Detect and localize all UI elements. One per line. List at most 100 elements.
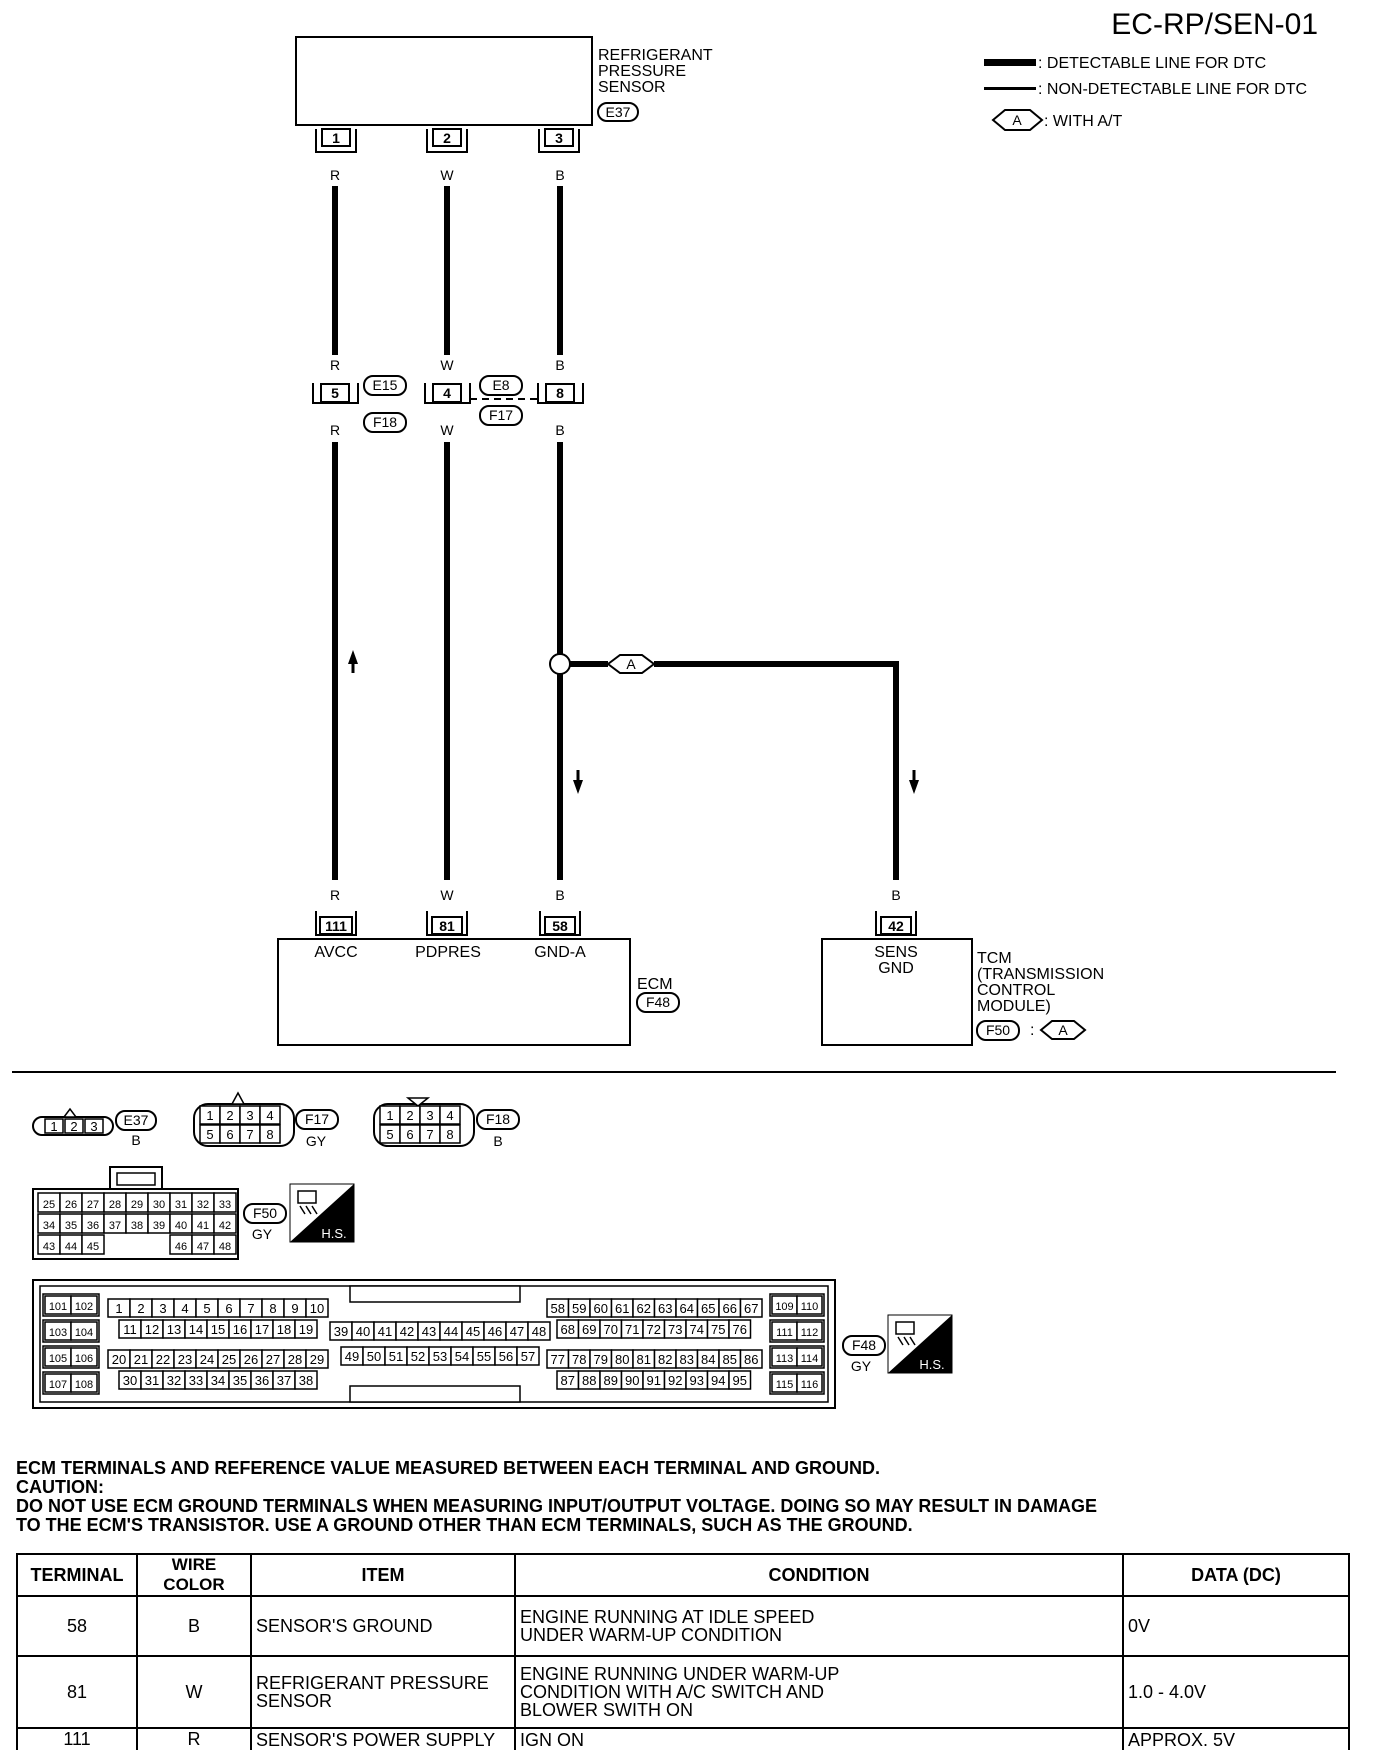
tcm-pin-label-line1: SENS [874,944,918,961]
terminal-number: 28 [288,1352,302,1367]
terminal-number: 48 [532,1324,546,1339]
terminal-number: 104 [75,1327,93,1339]
terminal-number: 43 [422,1324,436,1339]
terminal-number: 5 [386,1127,393,1142]
junction-pin-4: 4 [443,385,451,401]
terminal-number: 13 [167,1322,181,1337]
terminal-number: 2 [70,1119,77,1134]
terminal-number: 116 [801,1379,819,1391]
terminal-number: 28 [109,1199,121,1211]
terminal-number: 40 [175,1220,187,1232]
terminal-cell [294,1370,318,1390]
terminal-number: 41 [378,1324,392,1339]
terminal-number: 56 [499,1349,513,1364]
condition-line: IGN ON [520,1729,585,1750]
junction-f18-id: F18 [373,414,397,430]
terminal-number: 59 [572,1301,586,1316]
cell-condition: ENGINE RUNNING AT IDLE SPEED UNDER WARM-… [514,1595,1124,1657]
terminal-number: 25 [222,1352,236,1367]
terminal-cell [439,1105,461,1125]
terminal-number: 8 [266,1127,273,1142]
ecm-pin-58: 58 [552,918,568,934]
terminal-number: 52 [411,1349,425,1364]
terminal-number: 113 [776,1353,794,1365]
terminal-number: 86 [744,1352,758,1367]
cell-item: SENSOR'S GROUND [250,1595,516,1657]
tcm-colon: : [1030,1022,1034,1039]
wire-color-w-ecm: W [440,887,454,903]
terminal-cell [213,1192,237,1213]
terminal-number: 60 [594,1301,608,1316]
condition-line: UNDER WARM-UP CONDITION [520,1625,782,1645]
option-a-symbol [991,109,1044,131]
pin-pair-frame [769,1293,825,1317]
detectable-line-swatch [984,59,1036,66]
terminal-cell [796,1373,823,1393]
terminal-number: 115 [776,1379,794,1391]
ecm-connector-badge [636,992,680,1013]
sensor-pin-1: 1 [332,130,340,146]
terminal-number: 84 [701,1352,715,1367]
terminal-number: 35 [233,1373,247,1388]
f50-hs-text: H.S. [321,1226,346,1241]
terminal-number: 3 [426,1108,433,1123]
cell-data: APPROX. 5V [1122,1727,1350,1750]
terminal-number: 2 [406,1108,413,1123]
condition-line: BLOWER SWITH ON [520,1700,694,1720]
terminal-number: 36 [87,1220,99,1232]
sensor-name-line2: PRESSURE [598,63,686,80]
cell-wire-color: R [136,1727,252,1750]
terminal-number: 89 [604,1373,618,1388]
cell-item: REFRIGERANT PRESSURE SENSOR [250,1655,516,1729]
terminal-cell [796,1295,823,1315]
f17-id: F17 [305,1111,329,1127]
legend-non-detectable: : NON-DETECTABLE LINE FOR DTC [1038,81,1307,98]
terminal-number: 53 [433,1349,447,1364]
cell-item: SENSOR'S POWER SUPPLY [250,1727,516,1750]
header-wire-color: WIRE COLOR [136,1553,252,1597]
wire-color-r-j2: R [330,422,340,438]
terminal-number: 7 [426,1127,433,1142]
item-line: SENSOR'S GROUND [256,1616,433,1636]
tcm-pin-42: 42 [888,918,904,934]
terminal-number: 5 [203,1301,210,1316]
tcm-option-symbol [1039,1020,1087,1040]
ecm-reference-table: TERMINAL WIRE COLOR ITEM CONDITION DATA … [16,1553,1350,1750]
terminal-number: 3 [246,1108,253,1123]
terminal-number: 29 [310,1352,324,1367]
terminal-number: 45 [466,1324,480,1339]
terminal-number: 1 [386,1108,393,1123]
pin-pair-frame [42,1319,100,1343]
wire-color-w-j1: W [440,357,454,373]
terminal-number: 26 [65,1199,77,1211]
terminal-number: 85 [723,1352,737,1367]
terminal-number: 62 [637,1301,651,1316]
f50-color: GY [252,1226,273,1242]
table-header-row: TERMINAL WIRE COLOR ITEM CONDITION DATA … [16,1553,1350,1597]
terminal-number: 92 [668,1373,682,1388]
terminal-cell [259,1124,281,1144]
terminal-number: 112 [801,1327,819,1339]
terminal-number: 74 [690,1322,704,1337]
terminal-cell [70,1347,98,1367]
terminal-number: 20 [112,1352,126,1367]
terminal-number: 6 [225,1301,232,1316]
terminal-number: 79 [594,1352,608,1367]
ecm-pin-81: 81 [439,918,455,934]
legend-with-at: : WITH A/T [1044,113,1122,130]
terminal-number: 44 [65,1241,77,1253]
terminal-number: 38 [131,1220,143,1232]
ecm: AVCC PDPRES GND-A ECM F48 [277,938,680,1046]
f18-color: B [493,1133,502,1149]
terminal-number: 17 [255,1322,269,1337]
terminal-number: 3 [90,1119,97,1134]
terminal-cell [516,1346,540,1366]
f17-badge [295,1109,339,1130]
terminal-number: 102 [75,1301,93,1313]
wire-color-b-ecm: B [555,887,564,903]
wire-color-b-j1: B [555,357,564,373]
tcm-name-line2: (TRANSMISSION [977,966,1104,983]
f48-badge [842,1335,886,1356]
arrow-up-icon [348,650,358,664]
terminal-number: 38 [299,1373,313,1388]
